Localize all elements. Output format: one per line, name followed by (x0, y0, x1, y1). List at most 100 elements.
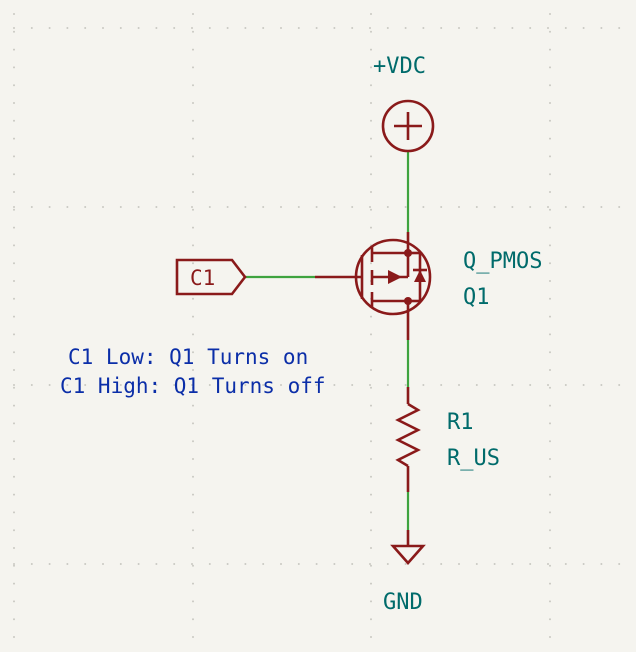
grid-dot (549, 511, 551, 514)
grid-dot (440, 384, 443, 386)
grid-dot (475, 563, 478, 565)
grid-dot (191, 563, 193, 565)
grid-dot (440, 563, 443, 565)
grid-dot (262, 384, 265, 386)
grid-dot (13, 137, 15, 140)
grid-dot (549, 618, 551, 621)
grid-dot (370, 226, 372, 229)
grid-dot (386, 27, 389, 29)
grid-dot (582, 27, 585, 29)
grid-dot (208, 27, 211, 29)
grid-dot (549, 351, 551, 354)
grid-dot (226, 206, 229, 208)
grid-dot (192, 600, 194, 603)
power-symbol-vdc[interactable] (381, 99, 435, 153)
grid-dot (422, 563, 425, 565)
grid-dot (13, 547, 15, 549)
grid-dot (370, 475, 372, 478)
grid-dot (333, 563, 336, 565)
grid-dot (192, 191, 194, 193)
grid-dot (370, 422, 372, 425)
grid-dot (13, 618, 15, 621)
grid-dot (244, 563, 247, 565)
grid-dot (315, 384, 318, 386)
grid-dot (84, 563, 87, 565)
grid-dot (549, 529, 551, 532)
ground-symbol[interactable] (390, 530, 426, 565)
grid-dot (370, 173, 372, 176)
grid-dot (13, 30, 15, 33)
grid-dot (315, 206, 318, 208)
grid-dot (549, 102, 551, 104)
grid-dot (370, 458, 372, 460)
grid-dot (333, 206, 336, 208)
note-line-2: C1 High: Q1 Turns off (60, 374, 326, 398)
grid-dot (192, 66, 194, 69)
grid-dot (351, 27, 354, 29)
grid-dot (48, 384, 51, 386)
grid-dot (192, 119, 194, 122)
grid-dot (404, 384, 407, 386)
grid-dot (191, 27, 193, 29)
grid-dot (600, 27, 603, 29)
grid-dot (280, 384, 282, 386)
grid-dot (386, 206, 389, 208)
grid-dot (244, 27, 247, 29)
grid-dot (549, 636, 551, 638)
grid-dot (226, 563, 229, 565)
grid-dot (600, 206, 603, 208)
grid-dot (192, 422, 194, 425)
grid-dot (137, 563, 140, 565)
grid-dot (173, 206, 176, 208)
grid-dot (458, 206, 460, 208)
grid-dot (547, 206, 549, 208)
grid-dot (549, 369, 551, 371)
grid-dot (155, 206, 158, 208)
grid-dot (13, 369, 15, 371)
resistor-r1-symbol[interactable] (395, 387, 421, 492)
port-label: C1 (190, 266, 215, 290)
grid-dot (386, 563, 389, 565)
grid-dot (30, 563, 33, 565)
grid-dot (547, 563, 549, 565)
grid-dot (66, 27, 69, 29)
grid-dot (547, 384, 549, 386)
pmos-transistor-symbol[interactable] (315, 232, 432, 340)
grid-dot (226, 384, 229, 386)
grid-dot (13, 422, 15, 425)
grid-dot (549, 208, 551, 211)
grid-dot (370, 84, 372, 87)
grid-dot (262, 206, 265, 208)
grid-dot (192, 404, 194, 407)
grid-dot (440, 206, 443, 208)
grid-dot (244, 206, 247, 208)
grid-dot (582, 384, 585, 386)
grid-dot (66, 384, 69, 386)
port-c1[interactable] (175, 258, 247, 296)
grid-dot (549, 333, 551, 336)
grid-dot (370, 333, 372, 336)
grid-dot (102, 206, 104, 208)
grid-dot (549, 297, 551, 300)
grid-dot (370, 137, 372, 140)
grid-dot (13, 529, 15, 532)
grid-dot (13, 13, 15, 15)
grid-dot (13, 493, 15, 496)
grid-dot (297, 384, 300, 386)
grid-dot (529, 563, 532, 565)
grid-dot (192, 13, 194, 15)
grid-dot (549, 244, 551, 247)
grid-dot (280, 206, 282, 208)
grid-dot (351, 206, 354, 208)
resistor-value: R_US (447, 446, 500, 471)
grid-dot (66, 563, 69, 565)
grid-dot (192, 458, 194, 460)
transistor-value: Q_PMOS (463, 249, 542, 274)
grid-dot (582, 563, 585, 565)
grid-dot (511, 206, 514, 208)
grid-dot (262, 27, 265, 29)
grid-dot (13, 208, 15, 211)
grid-dot (13, 511, 15, 514)
